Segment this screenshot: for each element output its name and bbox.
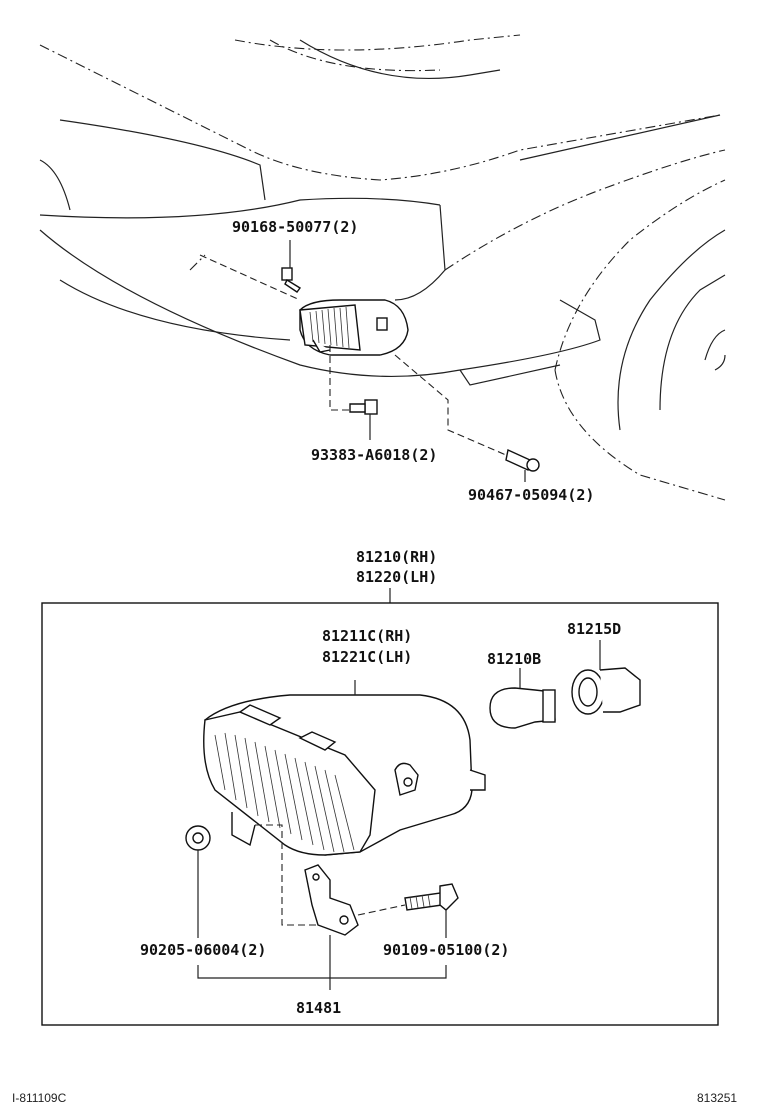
bolt-part	[357, 883, 459, 938]
bracket-part	[255, 824, 359, 990]
nut-part	[185, 825, 211, 938]
fog-lamp-installed	[299, 299, 409, 356]
bulb-part	[489, 668, 556, 729]
callout-clip: 90467-05094(2)	[468, 486, 594, 504]
lens-part-rh: 81211C(RH)	[322, 627, 412, 645]
assembly-title-lh: 81220(LH)	[356, 568, 437, 586]
footer-left-code: I-811109C	[12, 1091, 67, 1105]
footer-right-code: 813251	[697, 1091, 737, 1105]
fog-lamp-housing	[203, 680, 486, 856]
socket-part	[571, 640, 641, 715]
clip-part	[394, 354, 540, 482]
callout-bolt-lower: 93383-A6018(2)	[311, 446, 437, 464]
vehicle-body-outline	[39, 34, 726, 501]
nut-label: 90205-06004(2)	[140, 941, 266, 959]
callout-screw-upper: 90168-50077(2)	[232, 218, 358, 236]
group-leader	[197, 965, 447, 979]
bulb-label: 81210B	[487, 650, 541, 668]
bracket-label: 81481	[296, 999, 341, 1017]
lower-bolt-part	[329, 345, 378, 440]
upper-screw-part	[281, 240, 302, 293]
assembly-frame	[41, 602, 719, 1026]
bolt-label: 90109-05100(2)	[383, 941, 509, 959]
assembly-title-rh: 81210(RH)	[356, 548, 437, 566]
socket-label: 81215D	[567, 620, 621, 638]
lens-part-lh: 81221C(LH)	[322, 648, 412, 666]
